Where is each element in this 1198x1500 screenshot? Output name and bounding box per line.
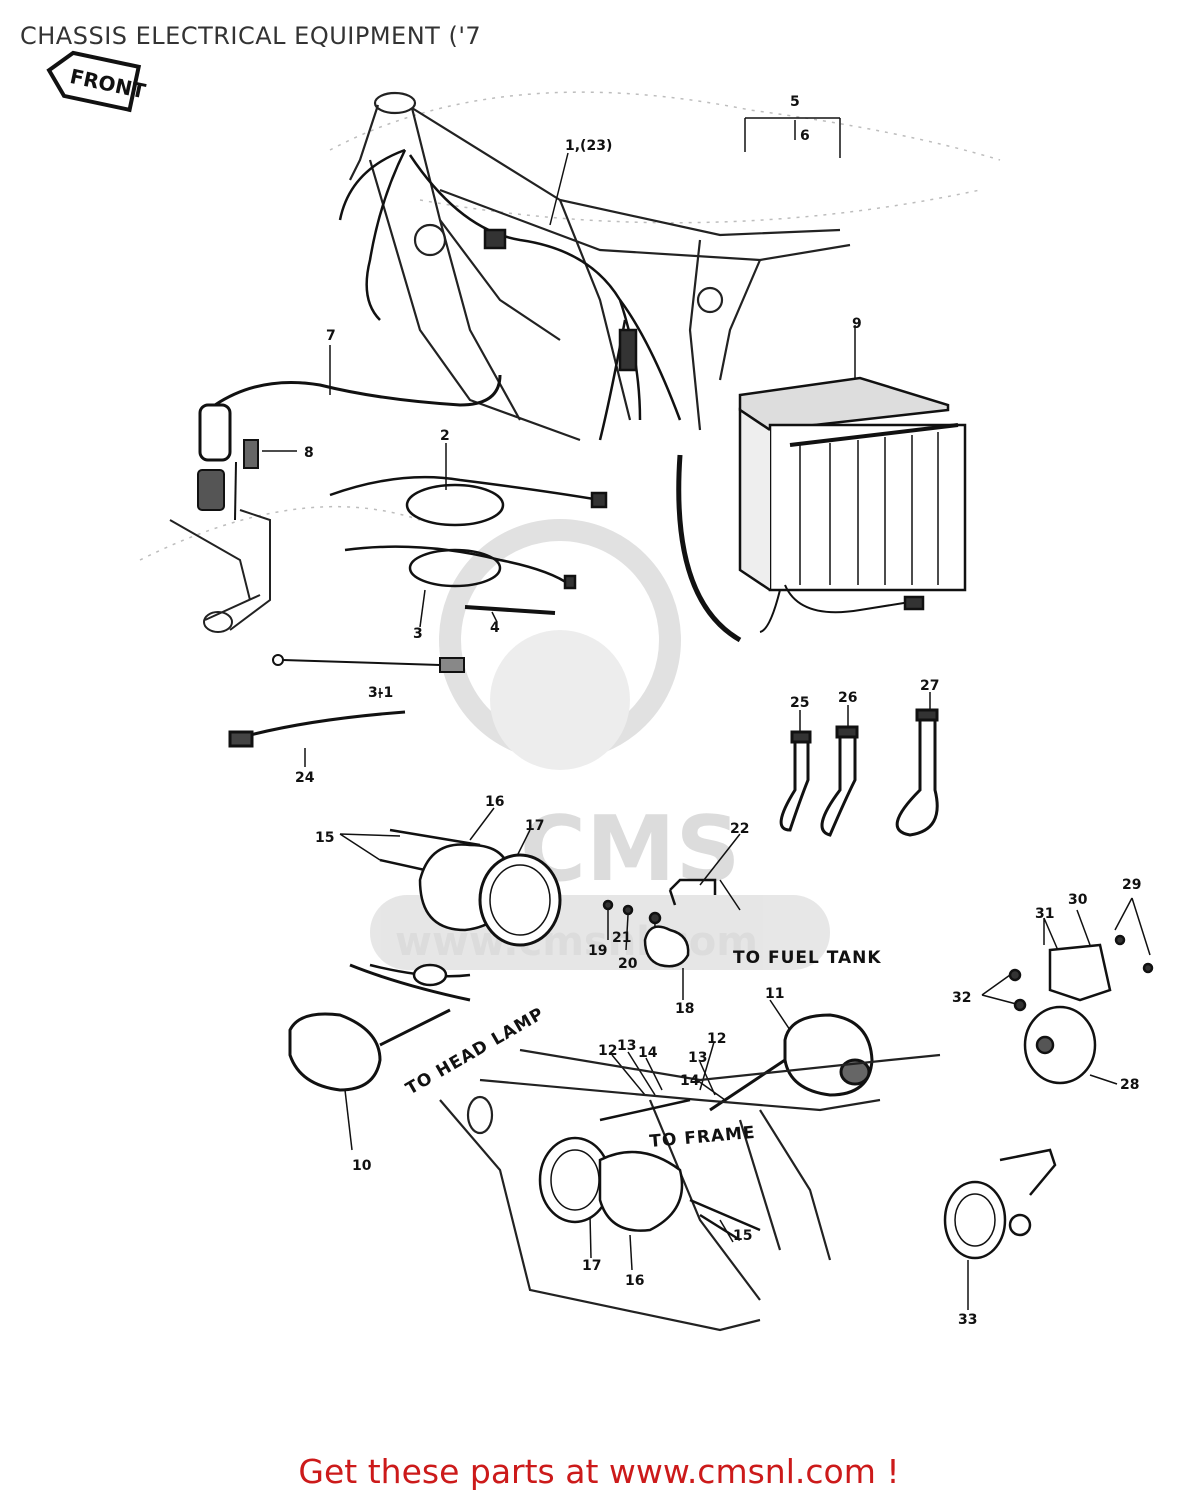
battery: [676, 376, 967, 643]
wire-lead-4: [464, 605, 556, 615]
callout-16b: 16: [625, 1273, 644, 1289]
callout-22: 22: [730, 821, 749, 837]
callout-26: 26: [838, 690, 857, 706]
watermark: CMS www.cmsnl.com: [370, 519, 830, 970]
callout-4: 4: [490, 620, 500, 636]
callout-21: 21: [612, 930, 631, 946]
callout-31: 31: [1035, 906, 1054, 922]
turn-signal-rear-lower: [538, 1098, 761, 1242]
horn-bracket-22: [668, 878, 717, 906]
note-to-frame: TO FRAME: [649, 1123, 757, 1152]
speedo-cables: [329, 475, 608, 590]
callout-13a: 13: [617, 1038, 636, 1054]
wire-lead-24: [228, 710, 406, 748]
callout-11: 11: [765, 986, 784, 1002]
leader-lines: [262, 117, 1151, 1310]
main-frame: [349, 91, 851, 442]
front-arrow: FRONT: [46, 50, 148, 113]
callout-10: 10: [352, 1158, 372, 1174]
frame-outline: [139, 91, 1001, 561]
horn-33: [943, 1148, 1057, 1260]
page-title: CHASSIS ELECTRICAL EQUIPMENT ('7: [20, 22, 482, 50]
callout-5: 5: [790, 94, 800, 110]
spring-clip: [234, 439, 259, 521]
callout-14a: 14: [638, 1045, 658, 1061]
callout-33: 33: [958, 1312, 977, 1328]
callout-25: 25: [790, 695, 809, 711]
flasher-relay: [602, 899, 690, 968]
callout-17a: 17: [525, 818, 544, 834]
side-bracket: [169, 509, 271, 633]
callout-2: 2: [440, 428, 450, 444]
callout-16a: 16: [485, 794, 504, 810]
callout-17b: 17: [582, 1258, 601, 1274]
callout-15b: 15: [733, 1228, 752, 1244]
callout-15a: 15: [315, 830, 334, 846]
rear-frame: [439, 1048, 941, 1332]
horn-mount-28: [1008, 934, 1154, 1085]
turn-signal-rear-right: [709, 1013, 874, 1112]
callout-13b: 13: [688, 1050, 707, 1066]
battery-straps: [779, 708, 939, 837]
callout-19: 19: [588, 943, 607, 959]
callout-3: 3: [413, 626, 423, 642]
callout-3-1: 3-1: [368, 685, 393, 701]
callout-7: 7: [326, 328, 336, 344]
callout-labels: 1,(23) 2 3 3-1 4 5 6 7 8 9 10 11 12 12 1…: [295, 94, 1141, 1328]
callout-29: 29: [1122, 877, 1141, 893]
note-to-fuel-tank: TO FUEL TANK: [733, 948, 882, 968]
wire-lead-3-1: [272, 654, 465, 673]
footer-cta-link[interactable]: Get these parts at www.cmsnl.com !: [298, 1452, 900, 1491]
callout-32: 32: [952, 990, 971, 1006]
callout-8: 8: [304, 445, 314, 461]
callout-18: 18: [675, 1001, 694, 1017]
callout-27: 27: [920, 678, 939, 694]
ignition-coil-lead: [197, 374, 502, 511]
turn-signal-front-left: [369, 828, 562, 987]
wiring-harness: [338, 148, 682, 441]
callout-30: 30: [1068, 892, 1088, 908]
callout-9: 9: [852, 316, 862, 332]
callout-1: 1,(23): [565, 138, 612, 154]
callout-12a: 12: [598, 1043, 617, 1059]
turn-signal-rear-left: [288, 963, 471, 1092]
callout-12b: 12: [707, 1031, 726, 1047]
callout-28: 28: [1120, 1077, 1139, 1093]
callout-14b: 14: [680, 1073, 700, 1089]
callout-24: 24: [295, 770, 315, 786]
callout-20: 20: [618, 956, 638, 972]
callout-6: 6: [800, 128, 810, 144]
